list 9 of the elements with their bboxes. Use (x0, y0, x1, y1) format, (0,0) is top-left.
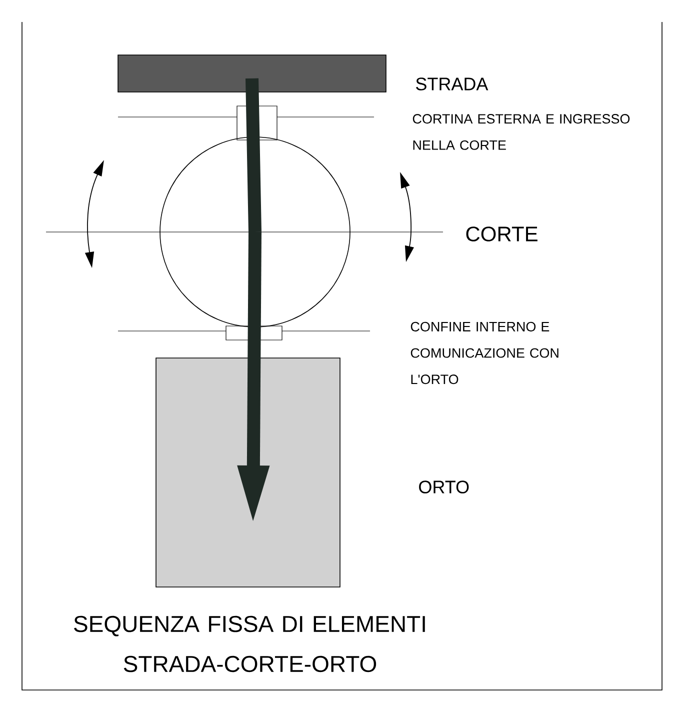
caption: SEQUENZA FISSA DI ELEMENTI STRADA-CORTE-ORTO (74, 616, 425, 672)
label: CONFINE INTERNO E COMUNICAZIONE CON L'ORTO (410, 322, 558, 384)
label: STRADA (416, 78, 488, 90)
label: CORTINA ESTERNA E INGRESSO NELLA CORTE (412, 114, 630, 150)
road-bar (118, 54, 386, 92)
garden-box (156, 358, 340, 588)
label: ORTO (419, 480, 469, 494)
label: CORTE (466, 226, 538, 242)
courtyard-circle (160, 136, 350, 328)
